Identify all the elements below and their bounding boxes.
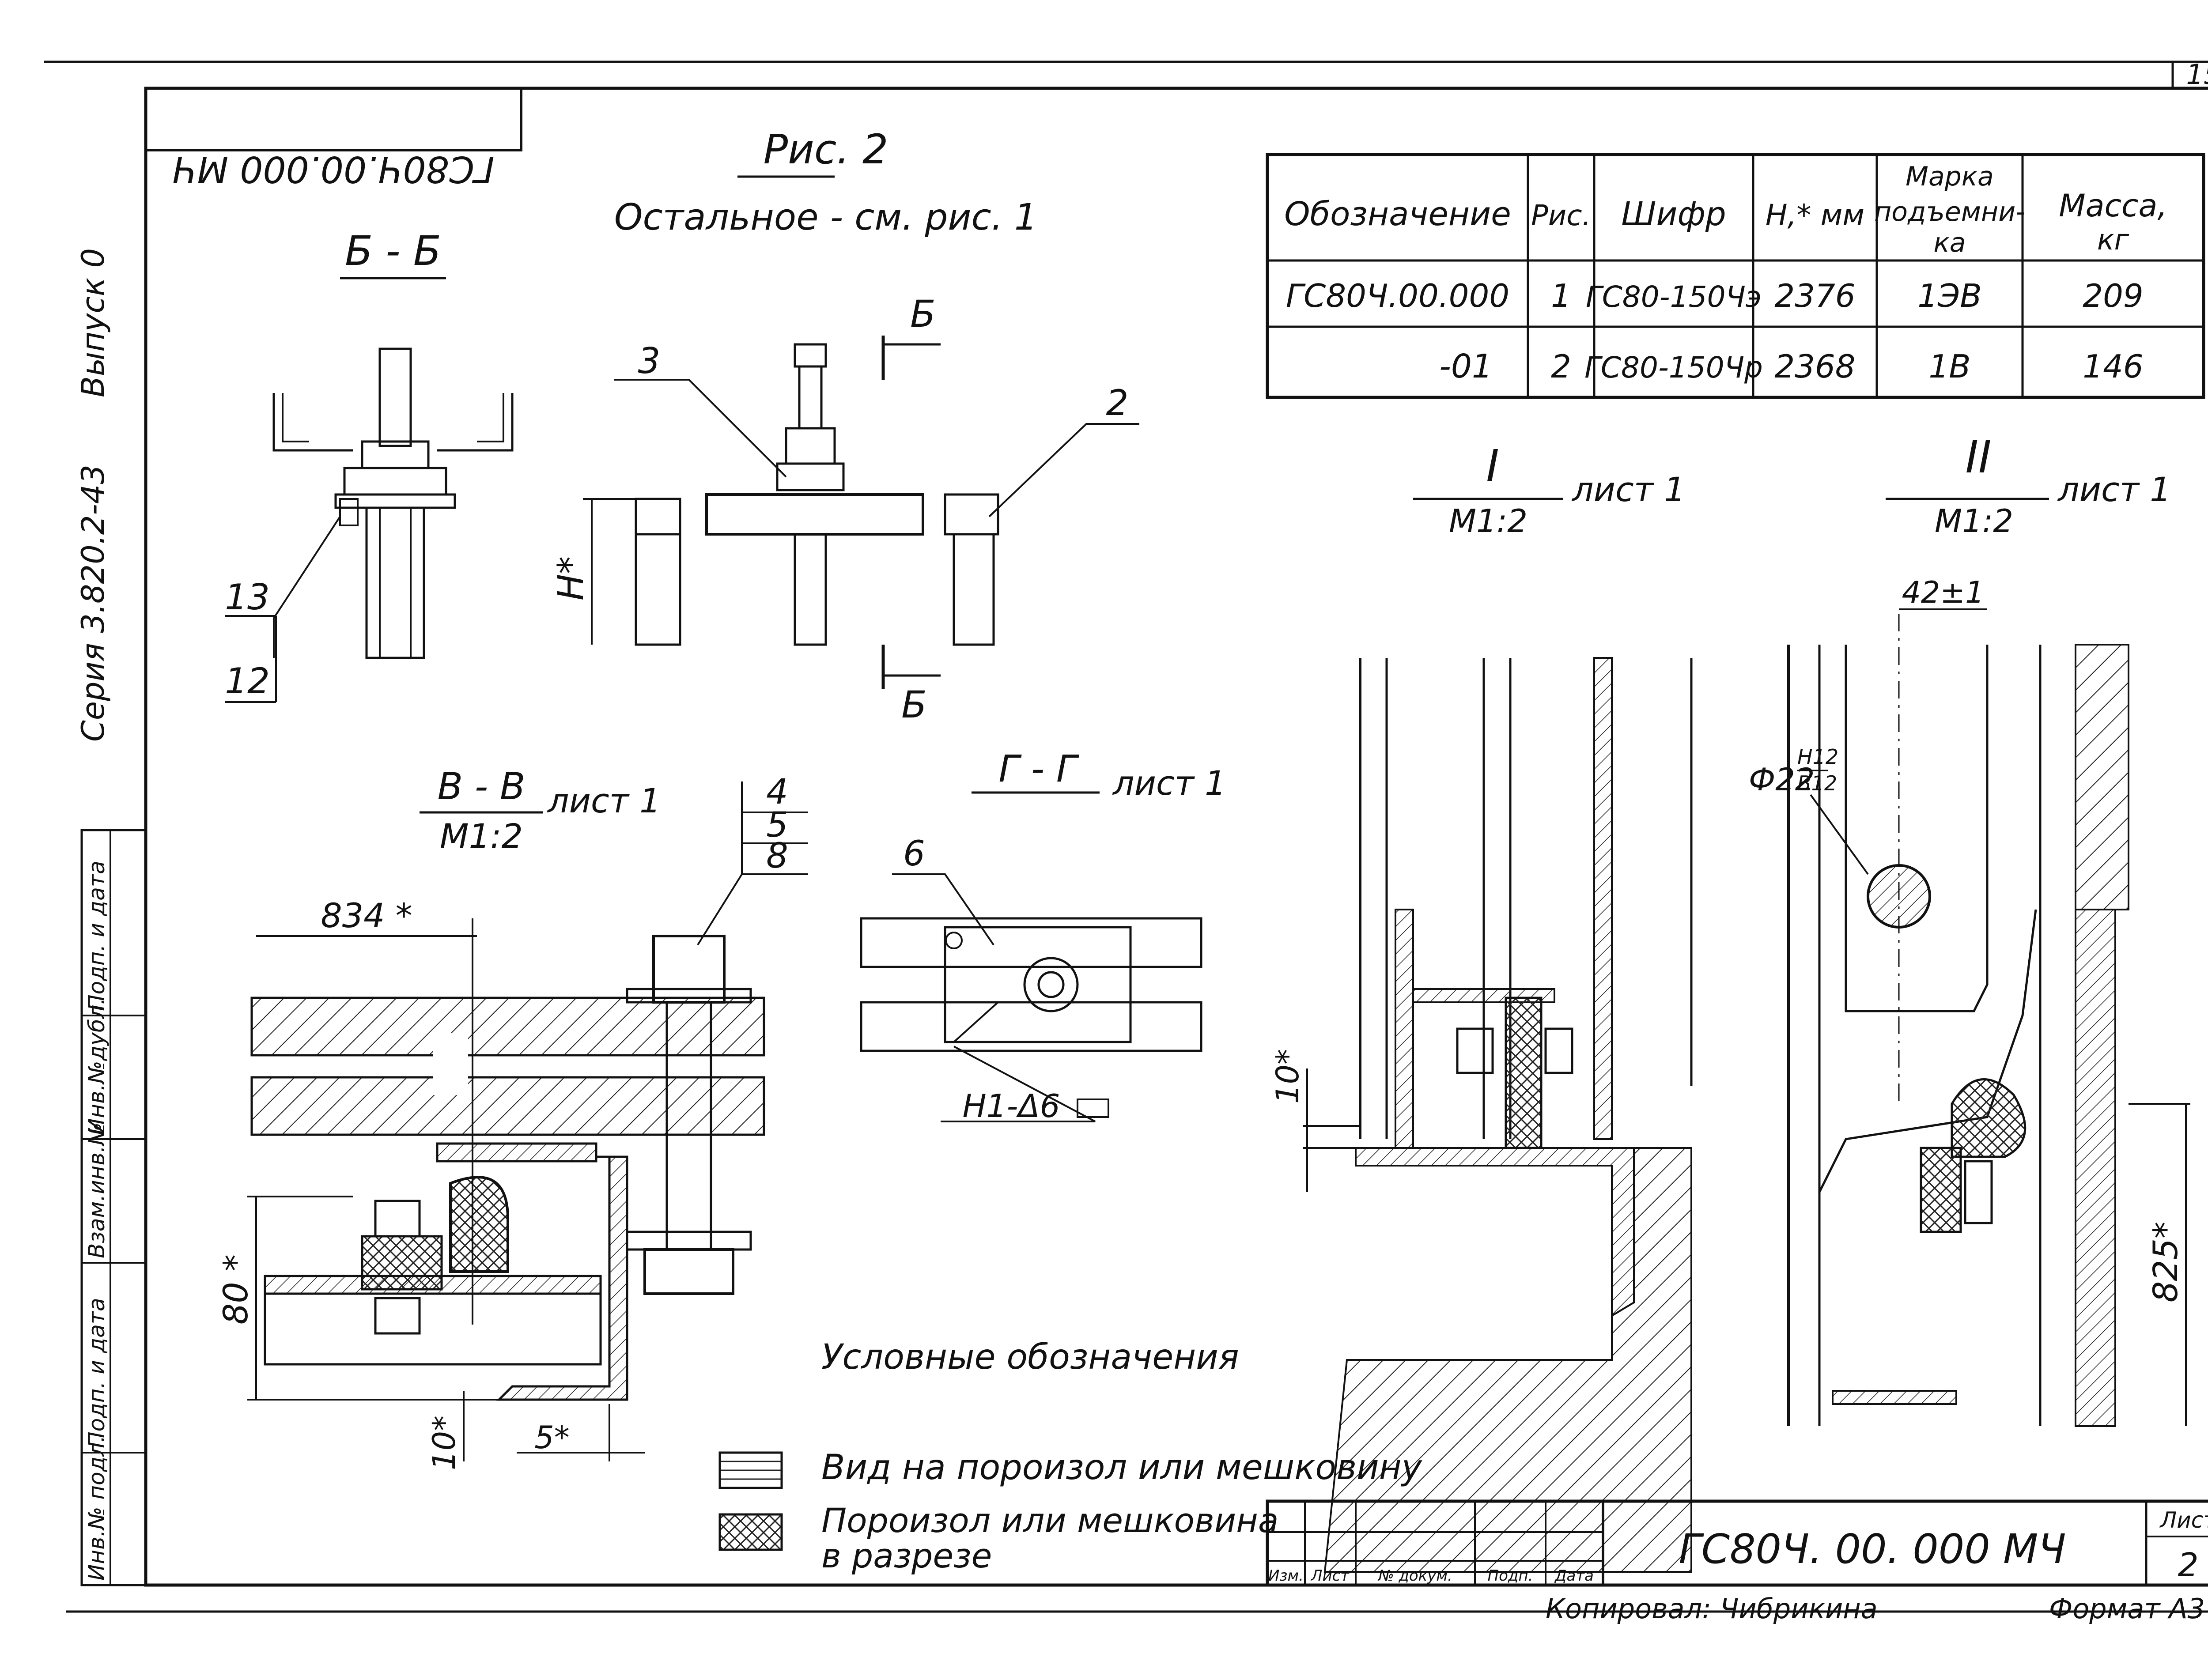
figure-title: Рис. 2 Остальное - см. рис. 1	[614, 126, 1037, 238]
legend-title: Условные обозначения	[821, 1337, 1239, 1377]
th-designation: Обозначение	[1284, 195, 1511, 233]
legend-item-section-2: в разрезе	[821, 1536, 992, 1575]
th-lifter-3: ка	[1933, 227, 1966, 258]
strip-vzam-inv: Взам.инв.№	[84, 1122, 110, 1258]
table-cell: 1	[1551, 277, 1571, 314]
callout-6: 6	[903, 834, 925, 874]
tb-designation: ГС80Ч. 00. 000 МЧ	[1679, 1525, 2066, 1573]
detail-1-scale: М1:2	[1449, 502, 1527, 540]
bottom-notes: Копировал: Чибрикина Формат А3	[1546, 1593, 2205, 1625]
approval-strip: Подп. и дата Инв.№дубл. Взам.инв.№ Подп.…	[80, 829, 147, 1586]
strip-sign-date-2: Подп. и дата	[84, 1298, 110, 1448]
spec-table: Обозначение Рис. Шифр H,* мм Марка подъе…	[1266, 153, 2205, 399]
tol-lower: В12	[1797, 771, 1837, 795]
tb-col-list: Лист	[1310, 1567, 1350, 1585]
callout-13: 13	[225, 577, 270, 618]
left-margin: Серия 3.820.2-43 Выпуск 0 Подп. и дата И…	[75, 248, 147, 1586]
detail-1-label: I	[1486, 440, 1499, 492]
table-cell: 1ЭВ	[1917, 277, 1981, 314]
legend-item-view: Вид на пороизол или мешковину	[821, 1448, 1423, 1487]
view-vv: В - В М1:2 лист 1 834 * 80 * 1	[216, 765, 808, 1470]
view-detail-2: II М1:2 лист 1 42±1 Ф22 H12 В12 825*	[1749, 431, 2190, 1427]
table-cell: -01	[1439, 347, 1493, 385]
view-gg-sheet-ref: лист 1	[1112, 763, 1226, 803]
title-block: Изм. Лист № докум. Подп. Дата ГС80Ч. 00.…	[1266, 1499, 2208, 1587]
tb-sheet-label: Лист	[2159, 1507, 2208, 1533]
dia-label: Ф22	[1749, 762, 1815, 798]
view-gg: Г - Г лист 1 6 Н1-Δ6	[860, 747, 1226, 1125]
dim-825: 825*	[2146, 1222, 2185, 1302]
table-cell: 2376	[1774, 277, 1855, 314]
view-vv-sheet-ref: лист 1	[547, 781, 661, 820]
figure-subtitle: Остальное - см. рис. 1	[614, 196, 1037, 238]
view-vv-label: В - В	[438, 765, 526, 808]
format-label: Формат А3	[2049, 1593, 2205, 1625]
tb-col-sign: Подп.	[1488, 1567, 1533, 1585]
section-mark-top: Б	[910, 292, 936, 336]
callout-8: 8	[766, 836, 788, 876]
issue-label: Выпуск 0	[75, 248, 111, 397]
copied-by: Копировал: Чибрикина	[1546, 1593, 1878, 1625]
dim-5: 5*	[534, 1420, 570, 1456]
dim-834: 834 *	[321, 896, 412, 935]
dim-80: 80 *	[216, 1254, 255, 1325]
sheet-frame: 15	[44, 58, 2208, 1613]
mirrored-code-stamp: ГС80Ч.00.000 МЧ	[144, 87, 522, 190]
weld-note: Н1-Δ6	[963, 1087, 1060, 1125]
strip-inv-podl: Инв.№ подл.	[84, 1435, 110, 1581]
series-label: Серия 3.820.2-43	[75, 464, 111, 742]
legend: Условные обозначения Вид на пороизол или…	[718, 1337, 1423, 1575]
table-cell: 146	[2083, 348, 2143, 385]
figure-title-text: Рис. 2	[764, 126, 888, 173]
th-fig: Рис.	[1531, 200, 1591, 232]
view-detail-1: I М1:2 лист 1 10*	[1270, 440, 1693, 1573]
tb-col-date: Дата	[1554, 1567, 1594, 1585]
table-cell: ГС80-150Чэ	[1586, 280, 1762, 314]
tb-sheet-number: 2	[2178, 1546, 2198, 1584]
th-mass-2: кг	[2097, 224, 2129, 257]
detail-2-sheet-ref: лист 1	[2057, 470, 2171, 509]
section-mark-bottom: Б	[901, 683, 927, 726]
callout-3: 3	[638, 340, 661, 381]
dim-42: 42±1	[1902, 575, 1985, 610]
view-fig2: H* Б Б 3 2	[550, 292, 1139, 726]
dim-10-vv: 10*	[426, 1416, 462, 1470]
th-code: Шифр	[1621, 195, 1726, 233]
detail-2-label: II	[1966, 431, 1992, 483]
callout-5: 5	[766, 805, 788, 845]
table-cell: ГС80-150Чр	[1584, 351, 1763, 385]
mirrored-code: ГС80Ч.00.000 МЧ	[172, 148, 495, 190]
callout-2: 2	[1106, 382, 1129, 423]
view-bb: Б - Б 13 12	[225, 227, 514, 703]
table-cell: ГС80Ч.00.000	[1286, 277, 1509, 314]
view-bb-label: Б - Б	[345, 227, 441, 275]
detail-2-scale: М1:2	[1935, 502, 2013, 540]
legend-swatch-section	[718, 1513, 783, 1551]
table-cell: 1В	[1928, 348, 1970, 385]
th-mass-1: Масса,	[2059, 188, 2167, 224]
dim-10-detail1: 10*	[1270, 1049, 1306, 1104]
table-cell: 2	[1551, 348, 1571, 385]
th-height: H,* мм	[1766, 198, 1864, 232]
detail-1-sheet-ref: лист 1	[1571, 470, 1686, 509]
strip-inv-dubl: Инв.№дубл.	[84, 998, 110, 1135]
strip-sign-date-1: Подп. и дата	[84, 861, 110, 1011]
callout-4: 4	[766, 772, 788, 812]
th-lifter-1: Марка	[1906, 161, 1994, 192]
dim-h: H*	[550, 556, 591, 600]
tb-col-izm: Изм.	[1268, 1567, 1304, 1585]
table-cell: 2368	[1774, 348, 1855, 385]
page-number: 15	[2186, 58, 2208, 91]
view-vv-scale: М1:2	[440, 816, 523, 856]
view-gg-label: Г - Г	[998, 747, 1080, 790]
legend-swatch-view	[718, 1451, 783, 1489]
legend-item-section-1: Пороизол или мешковина	[821, 1501, 1278, 1540]
callout-12: 12	[225, 661, 270, 702]
table-cell: 209	[2083, 277, 2143, 314]
th-lifter-2: подъемни-	[1874, 196, 2025, 227]
tol-upper: H12	[1797, 745, 1838, 769]
tb-col-doc: № докум.	[1377, 1567, 1452, 1585]
